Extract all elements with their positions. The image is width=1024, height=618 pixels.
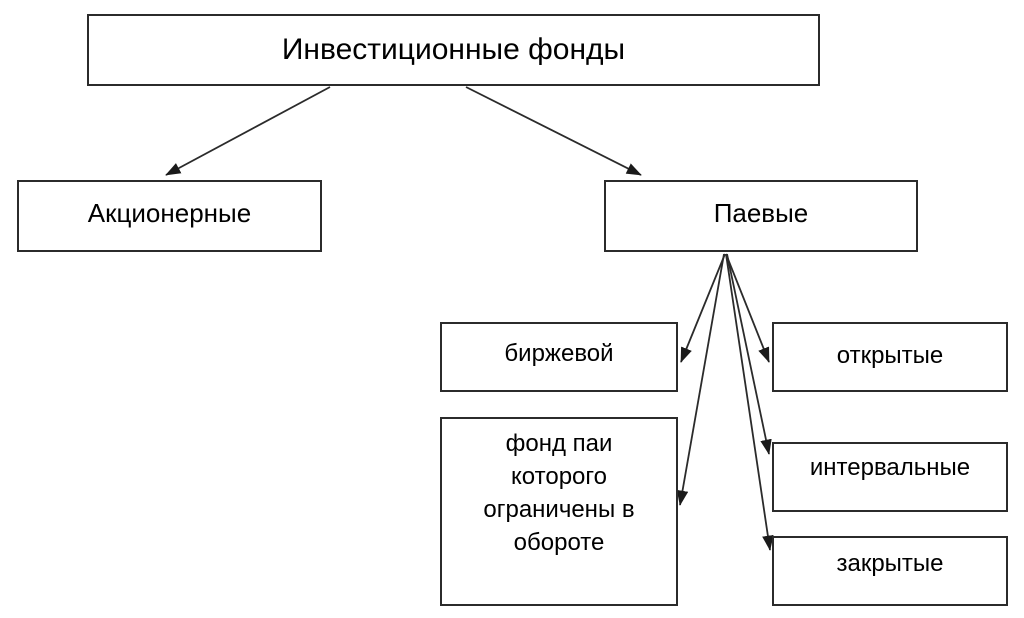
node-investment-funds[interactable]: Инвестиционные фонды: [87, 14, 820, 86]
node-restricted-circulation-fund[interactable]: фонд паи которого ограничены в обороте: [440, 417, 678, 606]
edge-unit-to-restricted: [676, 253, 725, 506]
node-restricted-circulation-fund-label: фонд паи которого ограничены в обороте: [483, 430, 635, 557]
node-interval-funds-label: интервальные: [809, 454, 971, 481]
node-unit-funds[interactable]: Паевые: [604, 180, 918, 252]
node-closed-funds[interactable]: закрытые: [772, 536, 1008, 606]
node-unit-funds-label: Паевые: [713, 198, 809, 228]
node-open-funds[interactable]: открытые: [772, 322, 1008, 392]
node-exchange-traded-fund-label: биржевой: [504, 340, 614, 367]
node-closed-funds-label: закрытые: [836, 550, 944, 577]
edge-root-to-joint-stock: [165, 86, 331, 176]
edge-unit-to-interval: [726, 253, 772, 455]
node-exchange-traded-fund[interactable]: биржевой: [440, 322, 678, 392]
node-open-funds-label: открытые: [836, 342, 944, 369]
node-interval-funds[interactable]: интервальные: [772, 442, 1008, 512]
node-joint-stock-funds-label: Акционерные: [87, 198, 252, 228]
edge-root-to-unit: [465, 86, 642, 176]
edge-unit-to-open: [725, 253, 770, 363]
node-joint-stock-funds[interactable]: Акционерные: [17, 180, 322, 252]
edge-unit-to-exchange: [680, 253, 726, 363]
edge-unit-to-closed: [725, 253, 774, 551]
node-investment-funds-label: Инвестиционные фонды: [281, 33, 626, 67]
